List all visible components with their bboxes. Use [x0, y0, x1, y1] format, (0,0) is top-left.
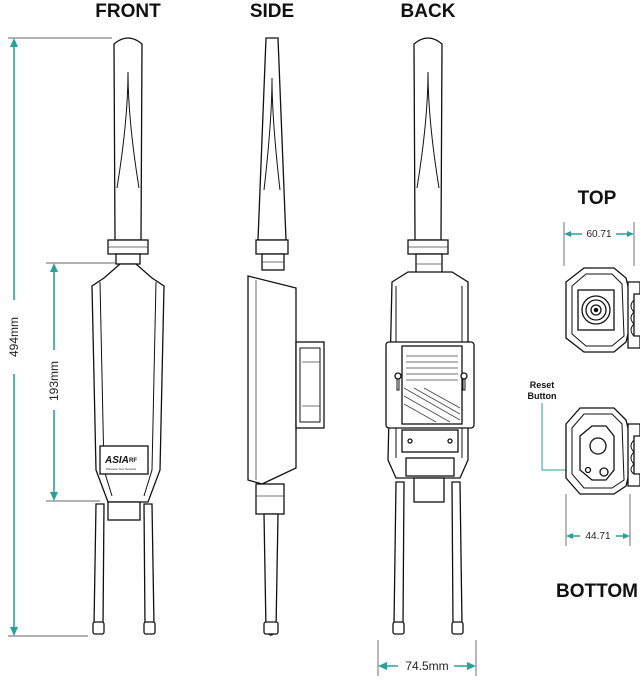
- front-logo-tagline: Wireless Your Network: [106, 467, 137, 471]
- bottom-width-label: 44.71: [585, 531, 610, 542]
- back-width-dimension: 74.5mm: [377, 640, 477, 676]
- side-mount-plate: [295, 341, 325, 429]
- back-right-antenna: [451, 481, 463, 633]
- side-body: [247, 275, 297, 485]
- body-height-label: 193mm: [47, 361, 61, 401]
- back-vent-slots: [403, 355, 461, 423]
- top-width-label: 60.71: [586, 229, 611, 240]
- front-logo-plate: [99, 445, 149, 475]
- reset-label-line1: Reset: [530, 380, 555, 390]
- top-view-title: TOP: [578, 188, 617, 209]
- right-keyhole: [460, 372, 468, 380]
- reset-label-line2: Button: [528, 391, 557, 401]
- total-height-dimension: 494mm: [7, 37, 112, 637]
- front-right-antenna: [143, 503, 155, 633]
- front-view: ASIA RF Wireless Your Network: [91, 37, 165, 635]
- front-logo-sub: RF: [129, 458, 137, 464]
- back-left-antenna: [393, 481, 405, 633]
- back-view: [385, 37, 475, 635]
- body-height-dimension: 193mm: [46, 262, 124, 502]
- back-view-title: BACK: [401, 1, 456, 22]
- bottom-port-hole: [589, 437, 607, 455]
- back-width-label: 74.5mm: [405, 659, 448, 673]
- front-left-antenna: [93, 503, 105, 633]
- total-height-label: 494mm: [7, 317, 21, 357]
- side-top-antenna: [257, 37, 287, 241]
- top-view: 60.71: [563, 222, 640, 353]
- front-view-title: FRONT: [95, 1, 161, 22]
- side-bottom-antenna: [263, 513, 279, 636]
- back-top-antenna: [413, 37, 443, 241]
- front-top-antenna: [113, 37, 143, 241]
- reset-button-hole: [584, 466, 592, 474]
- front-body: [91, 263, 165, 503]
- bottom-view-title: BOTTOM: [556, 581, 638, 602]
- left-keyhole: [394, 372, 402, 380]
- side-view: [247, 37, 325, 636]
- bottom-view: Reset Button 44.71: [528, 380, 640, 546]
- front-logo-text: ASIA: [104, 455, 129, 466]
- side-view-title: SIDE: [250, 1, 294, 22]
